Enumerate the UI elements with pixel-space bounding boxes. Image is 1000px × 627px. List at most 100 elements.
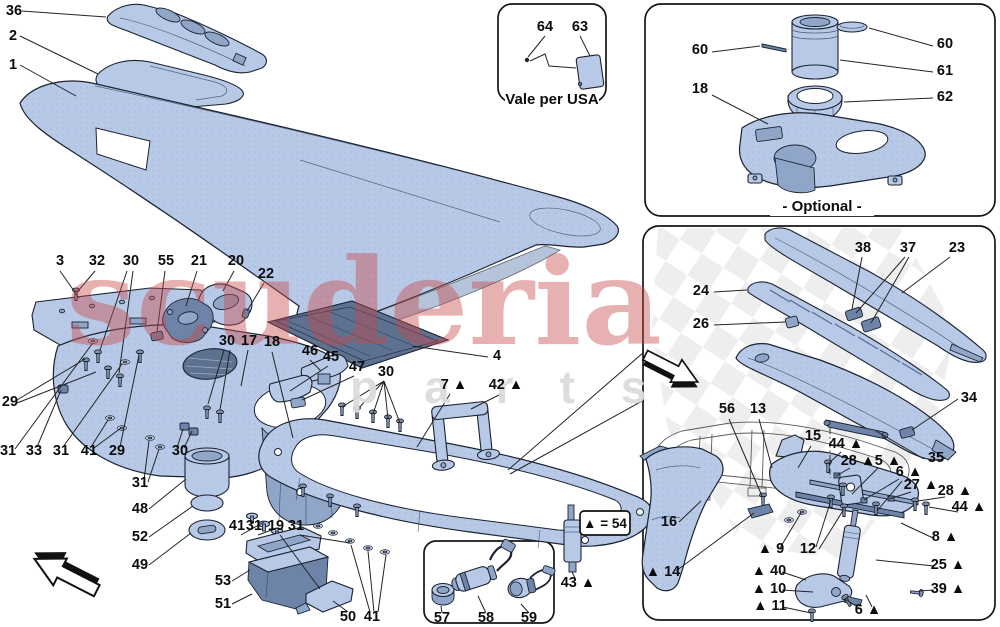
callout-19: 19 bbox=[268, 518, 284, 534]
callout-33: 33 bbox=[26, 443, 42, 459]
legend-box bbox=[579, 510, 631, 536]
callout-43: 43 ▲ bbox=[561, 575, 596, 591]
callout-9: ▲ 9 bbox=[758, 541, 784, 557]
callout-35: 35 bbox=[928, 450, 944, 466]
callout-42: 42 ▲ bbox=[489, 377, 524, 393]
caption-vale-per-usa: Vale per USA bbox=[505, 91, 599, 108]
watermark-sub: parts bbox=[350, 361, 692, 413]
part-25-gas-strut bbox=[836, 509, 861, 582]
part-61-ashtray-cup bbox=[791, 14, 839, 80]
part-34-panel bbox=[735, 343, 957, 461]
part-23-panel bbox=[764, 227, 987, 363]
callout-4: 4 bbox=[493, 348, 501, 364]
callout-38: 38 bbox=[855, 240, 871, 256]
inset-box-usa bbox=[497, 3, 607, 108]
callout-31: 31 bbox=[53, 443, 69, 459]
callout-23: 23 bbox=[949, 240, 965, 256]
callout-61: 61 bbox=[937, 63, 953, 79]
callout-6: 6 ▲ bbox=[896, 464, 922, 480]
callout-2: 2 bbox=[9, 28, 17, 44]
callout-21: 21 bbox=[191, 253, 207, 269]
callout-13: 13 bbox=[750, 401, 766, 417]
part-7-reinforcement-frame bbox=[258, 418, 653, 549]
callout-26: 26 bbox=[693, 316, 709, 332]
part-40-lever bbox=[794, 573, 863, 608]
callout-51: 51 bbox=[215, 596, 231, 612]
part-43-strut bbox=[563, 504, 582, 573]
callout-50: 50 bbox=[340, 609, 356, 625]
callout-32: 32 bbox=[89, 253, 105, 269]
callout-41: 41 bbox=[81, 443, 97, 459]
part-49-ring bbox=[188, 519, 226, 541]
part-63-plate bbox=[575, 54, 605, 90]
part-59-socket bbox=[507, 565, 556, 599]
callout-5: 5 ▲ bbox=[875, 453, 901, 469]
part-62-cup-ring bbox=[787, 85, 843, 122]
part-18-cupholder-bracket bbox=[738, 112, 926, 194]
inset-box-optional bbox=[644, 3, 996, 217]
part-42-bracket bbox=[431, 401, 500, 471]
part-53-tray bbox=[245, 526, 322, 564]
callout-25: 25 ▲ bbox=[931, 557, 966, 573]
callout-14: ▲ 14 bbox=[646, 564, 681, 580]
callout-28: 28 ▲ bbox=[938, 483, 973, 499]
callout-64: 64 bbox=[537, 19, 553, 35]
callout-44: 44 ▲ bbox=[952, 499, 987, 515]
callout-62: 62 bbox=[937, 89, 953, 105]
callout-31: 31 bbox=[0, 443, 16, 459]
callout-41: 41 bbox=[364, 609, 380, 625]
callout-30: 30 bbox=[123, 253, 139, 269]
caption-optional: - Optional - bbox=[782, 198, 861, 215]
part-64-pin bbox=[524, 57, 530, 63]
part-35-rail bbox=[823, 419, 889, 440]
part-26-clip bbox=[784, 315, 800, 329]
callout-11: ▲ 11 bbox=[753, 598, 787, 614]
callout-27: 27 ▲ bbox=[904, 477, 939, 493]
direction-arrow-icon bbox=[23, 538, 108, 605]
watermark-brand: scuderia bbox=[66, 232, 662, 373]
callout-7: 7 ▲ bbox=[441, 377, 467, 393]
callout-18: 18 bbox=[692, 81, 708, 97]
callout-36: 36 bbox=[6, 3, 22, 19]
callout-22: 22 bbox=[258, 266, 274, 282]
callout-59: 59 bbox=[521, 610, 537, 626]
callout-55: 55 bbox=[158, 253, 174, 269]
part-22-pin bbox=[241, 308, 251, 319]
part-21-latch-mechanism bbox=[162, 298, 214, 343]
callout-47: 47 bbox=[349, 359, 365, 375]
callout-8: 8 ▲ bbox=[932, 529, 958, 545]
callout-44: 44 ▲ bbox=[829, 436, 864, 452]
inset-box-substructure bbox=[642, 225, 996, 621]
callout-40: ▲ 40 bbox=[752, 563, 787, 579]
callout-15: 15 bbox=[805, 428, 821, 444]
callout-53: 53 bbox=[215, 573, 231, 589]
callout-10: ▲ 10 bbox=[752, 581, 787, 597]
callout-31: 31 bbox=[288, 518, 304, 534]
callout-24: 24 bbox=[693, 283, 709, 299]
callout-17: 17 bbox=[241, 333, 257, 349]
callout-57: 57 bbox=[434, 610, 450, 626]
leader-lines bbox=[14, 10, 959, 614]
callout-29: 29 bbox=[109, 443, 125, 459]
watermark: scuderia parts bbox=[66, 232, 692, 413]
callout-41: 41 bbox=[229, 518, 245, 534]
inset-box-electrical bbox=[423, 540, 555, 624]
callout-63: 63 bbox=[572, 19, 588, 35]
callout-30: 30 bbox=[378, 364, 394, 380]
callout-30: 30 bbox=[219, 333, 235, 349]
legend-text: ▲ = 54 bbox=[583, 516, 627, 531]
callout-52: 52 bbox=[132, 529, 148, 545]
part-37-clip bbox=[860, 316, 882, 333]
callout-56: 56 bbox=[719, 401, 735, 417]
callout-30: 30 bbox=[172, 443, 188, 459]
part-1-console-cover bbox=[19, 80, 619, 336]
callout-28: 28 ▲ bbox=[841, 453, 876, 469]
callout-60: 60 bbox=[692, 42, 708, 58]
callout-37: 37 bbox=[900, 240, 916, 256]
callout-18: 18 bbox=[264, 334, 280, 350]
callout-6: 6 ▲ bbox=[855, 602, 881, 618]
callout-39: 39 ▲ bbox=[931, 581, 966, 597]
callout-49: 49 bbox=[132, 557, 148, 573]
